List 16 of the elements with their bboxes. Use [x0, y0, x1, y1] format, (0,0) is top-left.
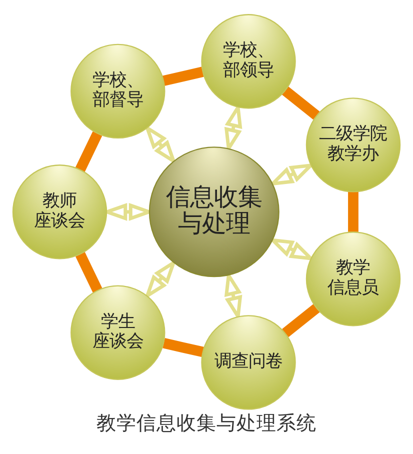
- node-circle: 学校、部督导: [70, 43, 166, 138]
- node-circle: 学校、部领导: [201, 14, 296, 108]
- connector: [282, 304, 320, 337]
- connector: [282, 86, 320, 120]
- connector: [348, 191, 358, 232]
- connector: [162, 338, 204, 357]
- connector: [76, 252, 102, 292]
- node-circle: 信息收集与处理: [148, 146, 280, 277]
- connector: [75, 130, 102, 172]
- node-circle: 二级学院教学办: [306, 97, 401, 192]
- node-circle: 教师座谈会: [12, 164, 108, 259]
- connector: [162, 66, 204, 86]
- node-circle: 调查问卷: [201, 314, 296, 410]
- node-circle: 学生座谈会: [70, 284, 166, 380]
- node-circle: 教学信息员: [306, 231, 401, 326]
- caption: 教学信息收集与处理系统: [96, 411, 316, 434]
